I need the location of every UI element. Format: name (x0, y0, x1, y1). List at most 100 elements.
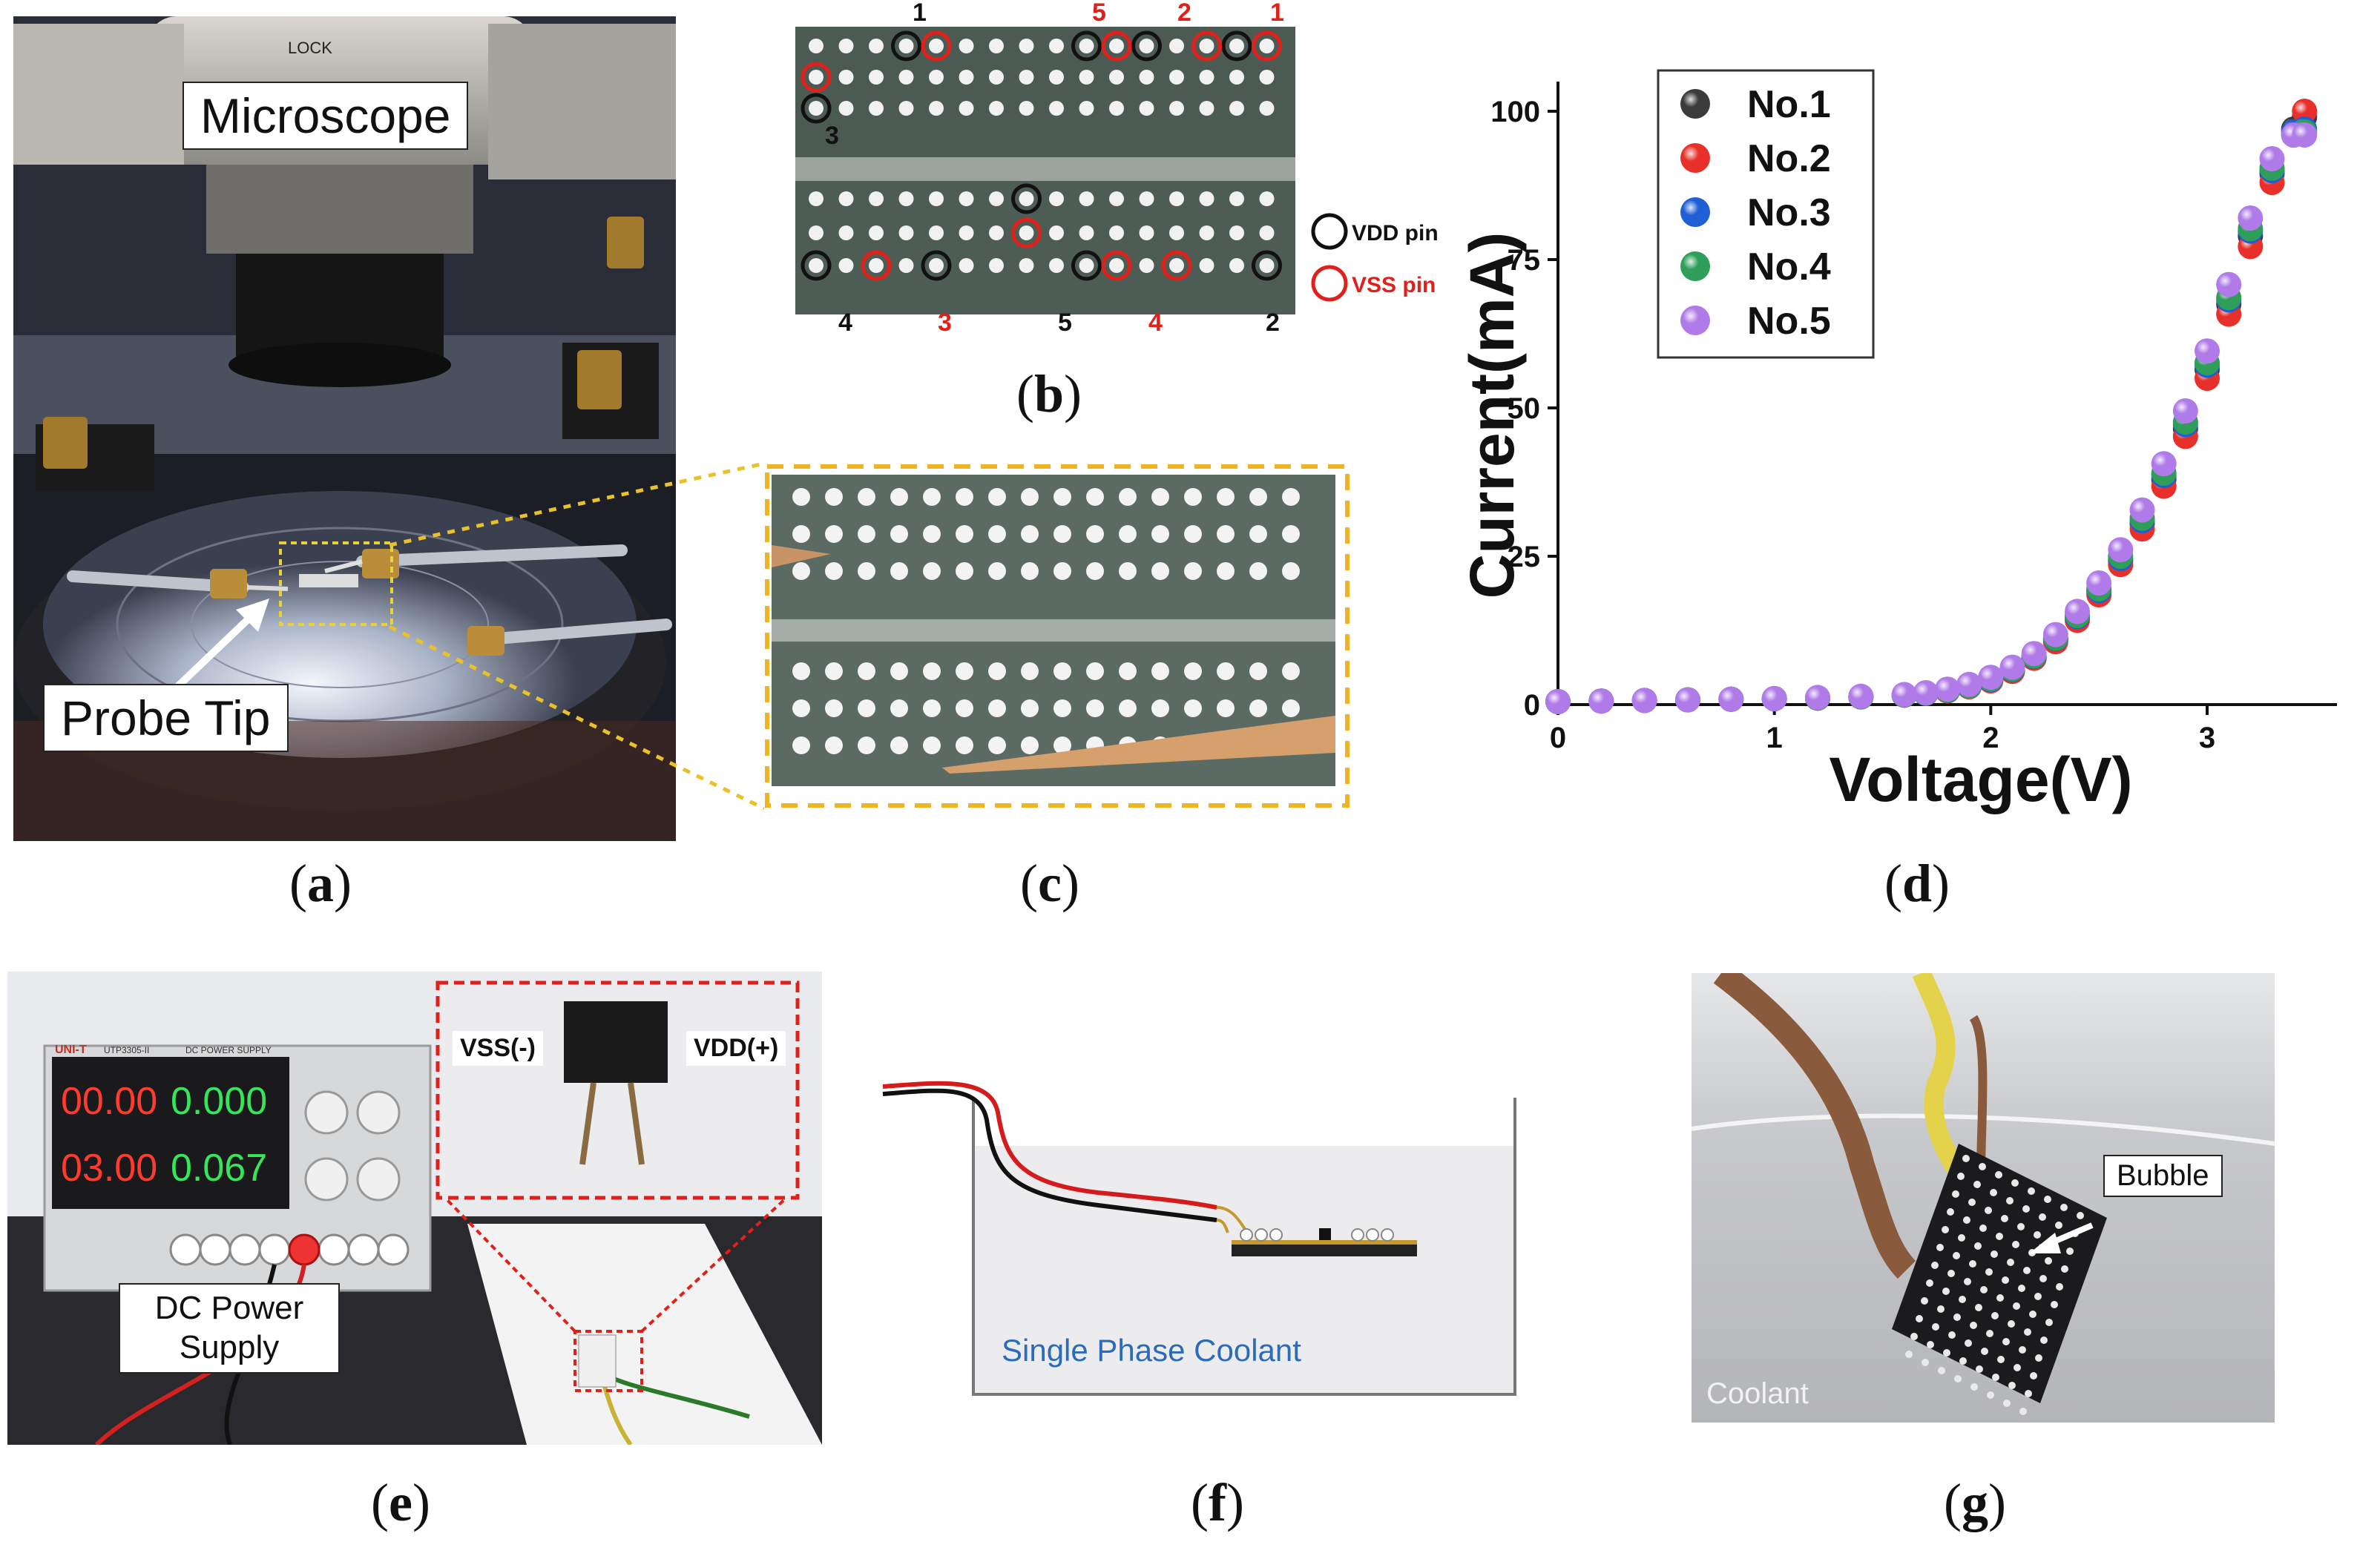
pin-number-black-2: 2 (1266, 309, 1280, 337)
solder-ball (1932, 1323, 1939, 1331)
chart-point-shine (1891, 682, 1917, 708)
chart-point-shine (2108, 537, 2134, 563)
solder-ball (1229, 101, 1244, 116)
solder-ball (898, 70, 914, 85)
lock-text: LOCK (288, 39, 332, 57)
solder-ball (1947, 1270, 1955, 1277)
solder-ball (1943, 1349, 1950, 1357)
solder-ball (869, 101, 884, 116)
chart-point-shine (2238, 205, 2264, 231)
solder-ball (1229, 258, 1244, 273)
chart-point-shine (1761, 686, 1787, 711)
solder-ball (1952, 1190, 1959, 1198)
solder-ball (838, 70, 854, 85)
ch1-current-display: 0.000 (171, 1080, 267, 1123)
solder-ball (2061, 1265, 2068, 1273)
solder-ball (1021, 736, 1039, 754)
solder-ball (1249, 488, 1267, 506)
solder-ball (825, 699, 843, 717)
vdd-pin-ring (1131, 30, 1162, 62)
solder-ball (2045, 1257, 2052, 1265)
solder-ball (2034, 1231, 2041, 1239)
panel-b-pin-map: VDD pin VSS pin 1 3 4 5 2 5 2 1 3 4 (772, 0, 1454, 349)
solder-ball (1905, 1351, 1913, 1358)
solder-ball (1151, 525, 1169, 543)
solder-ball (858, 562, 875, 580)
solder-ball (792, 736, 810, 754)
solder-ball (1249, 699, 1267, 717)
chart-point-shine (2042, 622, 2068, 647)
solder-ball (890, 662, 908, 680)
solder-ball (1184, 662, 1202, 680)
microscope-label: Microscope (183, 82, 469, 150)
solder-ball (1990, 1189, 1997, 1196)
solder-ball (988, 488, 1006, 506)
solder-ball (1970, 1322, 1977, 1329)
solder-ball (1199, 70, 1214, 85)
solder-ball (1957, 1173, 1965, 1180)
pin-map-svg: VDD pin VSS pin 1 3 4 5 2 5 2 1 3 4 (795, 0, 1439, 337)
chart-legend-label: No.5 (1747, 300, 1831, 343)
solder-ball (838, 101, 854, 116)
solder-ball (838, 191, 854, 206)
vdd-pin-ring (1221, 30, 1252, 62)
chart-point-shine (2021, 641, 2047, 667)
ch2-current-display: 0.067 (171, 1147, 267, 1190)
solder-ball (869, 70, 884, 85)
vdd-pin-ring (891, 30, 921, 62)
chart-point-shine (1956, 671, 1982, 697)
solder-ball (858, 699, 875, 717)
psu-title: DC POWER SUPPLY (185, 1045, 272, 1055)
solder-ball (923, 662, 941, 680)
solder-ball (2003, 1400, 2011, 1407)
solder-ball (1964, 1278, 1971, 1285)
chart-point-shine (1935, 676, 1960, 702)
solder-ball (989, 70, 1004, 85)
panel-label-a: (a) (289, 854, 352, 913)
solder-ball (1184, 699, 1202, 717)
solder-ball (2001, 1215, 2008, 1222)
solder-ball (1259, 225, 1275, 240)
solder-ball (1139, 258, 1154, 273)
solder-ball (2013, 1302, 2020, 1310)
solder-ball (825, 662, 843, 680)
solder-ball (2045, 1319, 2053, 1326)
solder-ball (2044, 1196, 2051, 1203)
solder-ball (1229, 39, 1244, 53)
solder-ball (989, 258, 1004, 273)
solder-ball (1947, 1208, 1954, 1216)
solder-ball (1249, 662, 1267, 680)
solder-ball (1119, 488, 1137, 506)
dc-power-supply-label: DC Power Supply (119, 1283, 340, 1374)
chart-legend-label: No.2 (1747, 137, 1831, 180)
solder-ball (1086, 662, 1104, 680)
solder-ball (1996, 1294, 2004, 1302)
chart-x-tick-label: 0 (1550, 722, 1566, 754)
vss-pin-ring (861, 250, 892, 281)
chart-point-shine (1913, 680, 1939, 705)
solder-ball (1151, 562, 1169, 580)
solder-ball (1936, 1244, 1944, 1251)
solder-ball (1991, 1312, 1999, 1319)
solder-ball (1109, 70, 1124, 85)
solder-ball (1282, 699, 1300, 717)
pin-number-black-1: 1 (913, 0, 927, 27)
chart-legend-label: No.3 (1747, 191, 1831, 234)
solder-ball (1184, 488, 1202, 506)
chart-point-shine (1999, 654, 2025, 680)
solder-ball (898, 225, 914, 240)
solder-ball (2002, 1276, 2009, 1284)
solder-ball (929, 101, 944, 116)
solder-ball (1109, 39, 1124, 53)
vss-pin-ring (801, 62, 832, 93)
solder-ball (1169, 70, 1184, 85)
solder-ball (1021, 525, 1039, 543)
chart-x-tick-label: 1 (1766, 722, 1783, 754)
chart-point-shine (2292, 99, 2318, 124)
solder-ball (1970, 1383, 1978, 1391)
solder-ball (1151, 662, 1169, 680)
solder-ball (1959, 1296, 1966, 1303)
solder-ball (959, 191, 974, 206)
solder-ball (1980, 1286, 1988, 1293)
chart-point-shine (2129, 497, 2155, 523)
